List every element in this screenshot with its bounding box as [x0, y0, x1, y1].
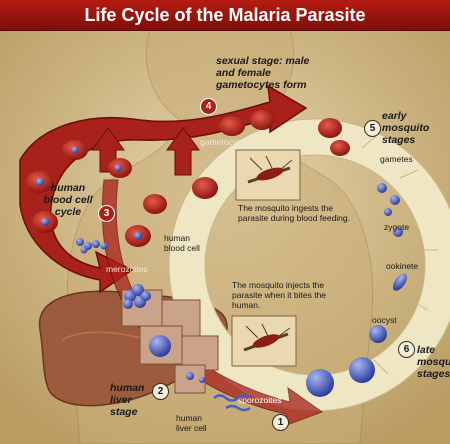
stage-3-label: human blood cell cycle — [43, 182, 93, 219]
stage-5-label: early mosquito stages — [382, 110, 430, 147]
sporozoites-art — [213, 394, 251, 402]
blood-stage-arrow — [19, 84, 308, 294]
stage-6-label: late mosquito stages — [417, 344, 450, 381]
stage-5-badge: 5 — [364, 120, 381, 137]
sporozoites-label: sporozoites — [238, 395, 282, 405]
mosquito-feeding-art — [235, 149, 301, 201]
merozoites-label: merozoites — [106, 264, 148, 274]
ingests-caption: The mosquito ingests the parasite during… — [238, 203, 350, 223]
diagram-title: Life Cycle of the Malaria Parasite — [0, 0, 450, 31]
mosquito-biting-art — [231, 315, 297, 367]
zygote-label: zygote — [384, 222, 410, 232]
human-liver-cell-label: human liver cell — [176, 413, 207, 433]
ookinete-label: ookinete — [386, 261, 419, 271]
stage-4-label: sexual stage: male and female gametocyte… — [216, 55, 310, 92]
gametocytes-label: gametocytes — [200, 137, 249, 147]
stage-6-badge: 6 — [398, 341, 415, 358]
stage-2-label: human liver stage — [110, 382, 145, 419]
gametes-label: gametes — [380, 154, 413, 164]
stage-4-badge: 4 — [200, 98, 217, 115]
stage-1-badge: 1 — [272, 414, 289, 431]
stage-2-badge: 2 — [152, 383, 169, 400]
oocyst-label: oocyst — [372, 315, 397, 325]
stage-3-badge: 3 — [98, 205, 115, 222]
injects-caption: The mosquito injects the parasite when i… — [232, 280, 327, 310]
human-blood-cell-label: human blood cell — [164, 233, 200, 253]
parasites — [36, 146, 408, 397]
